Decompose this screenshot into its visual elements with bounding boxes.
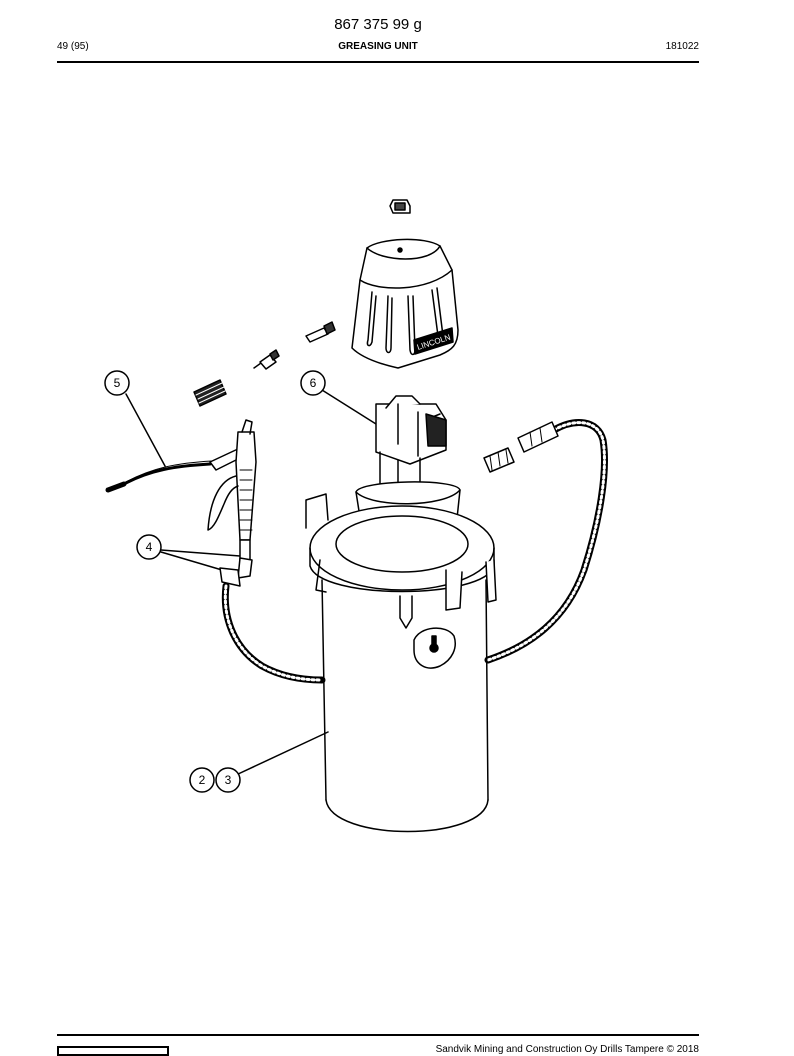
footer-copyright: Sandvik Mining and Construction Oy Drill… xyxy=(435,1044,699,1055)
gun-whip-hose xyxy=(105,460,213,493)
page-header: 49 (95) GREASING UNIT 181022 xyxy=(57,41,699,55)
footer-divider xyxy=(57,1034,699,1036)
drum-lid-part xyxy=(305,493,497,629)
callout-label-4: 4 xyxy=(146,540,153,554)
callout-5 xyxy=(104,370,166,467)
needle-fitting-part xyxy=(253,349,280,370)
callout-4 xyxy=(136,534,241,571)
left-supply-hose xyxy=(221,582,326,684)
coupler-part xyxy=(193,379,227,407)
nipple-fitting-part xyxy=(305,321,336,343)
callout-6 xyxy=(300,370,377,425)
callout-label-3: 3 xyxy=(225,773,232,787)
sandvik-logo xyxy=(57,1046,169,1056)
page-title: GREASING UNIT xyxy=(338,41,418,52)
callout-label-2: 2 xyxy=(199,773,206,787)
grease-gun-part xyxy=(207,419,257,561)
pump-assembly-part xyxy=(375,395,447,523)
grease-drum-part xyxy=(321,579,489,833)
right-supply-hose xyxy=(484,419,608,664)
page-indicator: 49 (95) xyxy=(57,41,89,52)
date-code: 181022 xyxy=(665,41,699,52)
hose-end-fitting xyxy=(483,421,559,473)
swivel-joint-part xyxy=(219,557,253,587)
callout-2-3 xyxy=(189,731,329,793)
cap-nut-part xyxy=(389,199,411,214)
callout-label-5: 5 xyxy=(114,376,121,390)
pump-cover-part: LINCOLN xyxy=(351,238,459,369)
document-number: 867 375 99 g xyxy=(334,16,422,33)
callout-label-6: 6 xyxy=(310,376,317,390)
header-divider xyxy=(57,61,699,63)
